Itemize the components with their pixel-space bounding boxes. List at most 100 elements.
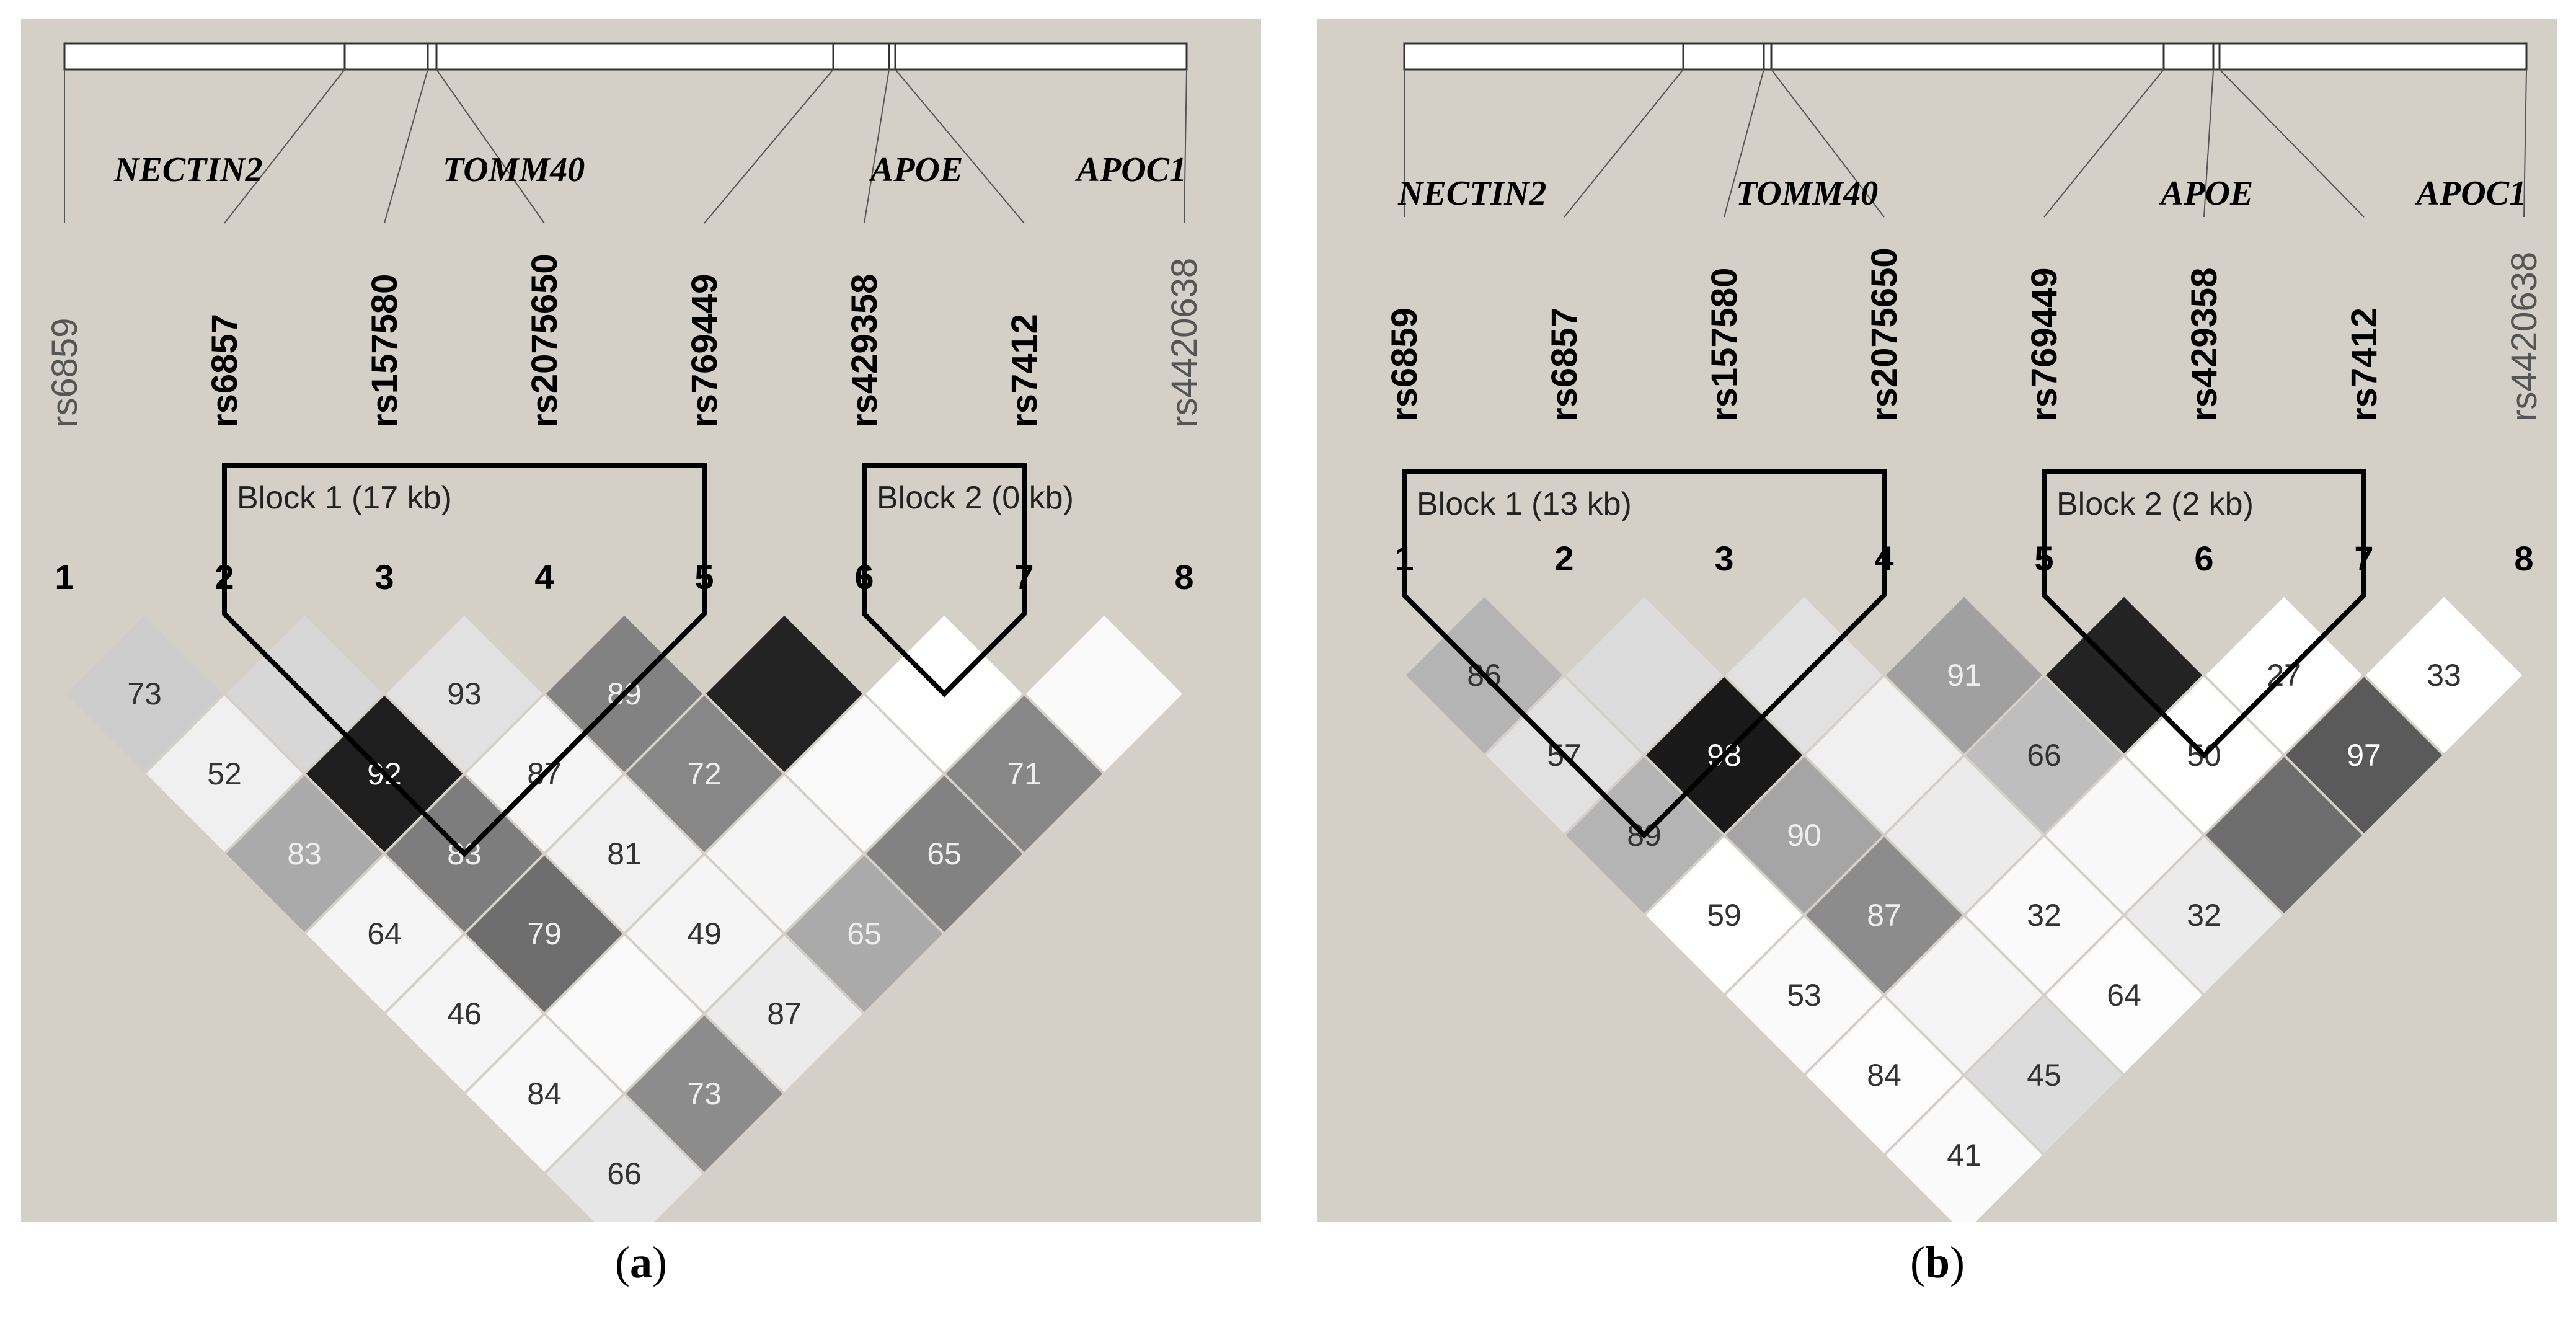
snp-label: rs157580	[1704, 268, 1745, 422]
gene-track-bar	[1403, 42, 2528, 71]
ld-value-label: 73	[687, 1076, 722, 1111]
ld-value-label: 45	[2027, 1058, 2061, 1093]
ld-value-label: 81	[607, 836, 642, 871]
snp-connector	[895, 69, 1025, 224]
block-label: Block 1 (17 kb)	[237, 480, 452, 516]
haplotype-block-outline	[2042, 469, 2366, 759]
ld-value-label: 46	[447, 996, 482, 1031]
ld-value-label: 52	[207, 756, 242, 791]
gene-label: TOMM40	[1736, 174, 1878, 213]
snp-label: rs6857	[205, 314, 245, 428]
ld-value-label: 73	[127, 676, 162, 711]
snp-label: rs157580	[365, 274, 405, 428]
snp-connector	[1771, 69, 1885, 218]
snp-connector	[1724, 69, 1764, 218]
gene-label: APOC1	[1075, 151, 1187, 189]
ld-value-label: 53	[1787, 978, 1821, 1013]
snp-label: rs2075650	[1864, 247, 1905, 422]
ld-value-label: 66	[2027, 738, 2061, 773]
haplotype-blocks: Block 1 (17 kb) Block 2 (0 kb)	[222, 463, 1074, 858]
ld-value-label: 79	[527, 916, 562, 951]
snp-label: rs7412	[2344, 308, 2384, 422]
ld-value-label: 66	[607, 1156, 642, 1191]
snp-index: 1	[55, 557, 74, 596]
ld-value-label: 72	[687, 756, 722, 791]
snp-index: 8	[1174, 557, 1193, 596]
snp-index: 8	[2514, 539, 2533, 578]
caption-a: (a)	[615, 1238, 667, 1287]
gene-track: NECTIN2 TOMM40 APOE APOC1	[63, 42, 1188, 224]
snp-connector	[224, 69, 345, 224]
block-label: Block 2 (0 kb)	[877, 480, 1074, 516]
snp-label: rs6859	[1384, 308, 1425, 422]
ld-value-label: 84	[1867, 1058, 1901, 1093]
gene-label: APOC1	[2415, 174, 2526, 213]
ld-value-label: 83	[287, 836, 322, 871]
snp-index: 2	[1554, 539, 1573, 578]
snp-index: 6	[2194, 539, 2213, 578]
ld-value-label: 49	[687, 916, 722, 951]
snp-connector	[2203, 69, 2214, 218]
snp-connector	[2523, 69, 2527, 218]
haplotype-blocks: Block 1 (13 kb) Block 2 (2 kb)	[1402, 469, 2366, 839]
snp-label: rs4420638	[2504, 252, 2544, 422]
ld-cell	[1882, 1073, 2046, 1222]
block-label: Block 2 (2 kb)	[2056, 486, 2254, 522]
gene-track-bar	[63, 42, 1188, 71]
snp-index: 3	[1714, 539, 1733, 578]
snp-index: 3	[374, 557, 394, 596]
snp-connector	[384, 69, 428, 224]
snp-connector	[2219, 69, 2365, 218]
caption-letter: a	[630, 1238, 652, 1287]
ld-value-label: 71	[1007, 756, 1042, 791]
snp-connector	[436, 69, 545, 224]
gene-track: NECTIN2 TOMM40 APOE APOC1	[1397, 42, 2528, 218]
haplotype-block-outline	[862, 463, 1027, 698]
ld-value-label: 87	[1867, 898, 1901, 933]
gene-label: NECTIN2	[1397, 174, 1547, 213]
snp-connector	[1564, 69, 1684, 218]
snp-connector	[704, 69, 834, 224]
ld-value-label: 65	[847, 916, 882, 951]
block-label: Block 1 (13 kb)	[1417, 486, 1632, 522]
ld-value-label: 97	[2347, 738, 2381, 773]
caption-b: (b)	[1910, 1238, 1965, 1287]
ld-value-label: 84	[527, 1076, 562, 1111]
ld-value-label: 64	[367, 916, 402, 951]
ld-value-label: 93	[447, 676, 482, 711]
snp-connector	[2043, 69, 2164, 218]
ld-panel-b: NECTIN2 TOMM40 APOE APOC1 rs6859 rs6857 rs157…	[1317, 19, 2557, 1222]
ld-value-label: 59	[1707, 898, 1742, 933]
gene-label: APOE	[869, 151, 963, 189]
snp-label: rs429358	[2184, 268, 2224, 422]
caption-letter: b	[1924, 1238, 1950, 1287]
ld-value-label: 90	[1787, 818, 1821, 853]
snp-connector	[864, 69, 890, 224]
ld-cell	[542, 1092, 706, 1222]
gene-label: APOE	[2159, 174, 2253, 213]
ld-value-label: 91	[1947, 658, 1981, 693]
snp-label: rs769449	[684, 274, 725, 428]
haplotype-block-outline	[1402, 469, 1887, 839]
snp-index: 4	[534, 557, 554, 596]
gene-label: TOMM40	[443, 151, 585, 189]
gene-label: NECTIN2	[113, 151, 263, 189]
snp-label: rs7412	[1004, 314, 1045, 428]
snp-label: rs2075650	[524, 254, 565, 428]
ld-value-label: 65	[927, 836, 962, 871]
snp-label: rs4420638	[1164, 258, 1205, 428]
snp-labels: rs6859 rs6857 rs157580 rs2075650 rs769449 rs4…	[45, 254, 1205, 428]
ld-panel-a: NECTIN2 TOMM40 APOE APOC1 rs6859 rs6857 rs157…	[21, 19, 1261, 1222]
ld-value-label: 41	[1947, 1138, 1981, 1173]
ld-value-label: 33	[2427, 658, 2461, 693]
ld-value-label: 64	[2107, 978, 2141, 1013]
haplotype-block-outline	[222, 463, 707, 858]
snp-label: rs6859	[45, 318, 85, 428]
ld-value-label: 32	[2187, 898, 2221, 933]
snp-label: rs769449	[2024, 268, 2065, 422]
ld-value-label: 87	[767, 996, 802, 1031]
snp-label: rs429358	[844, 274, 885, 428]
snp-connector	[1184, 69, 1187, 224]
snp-label: rs6857	[1544, 308, 1585, 422]
